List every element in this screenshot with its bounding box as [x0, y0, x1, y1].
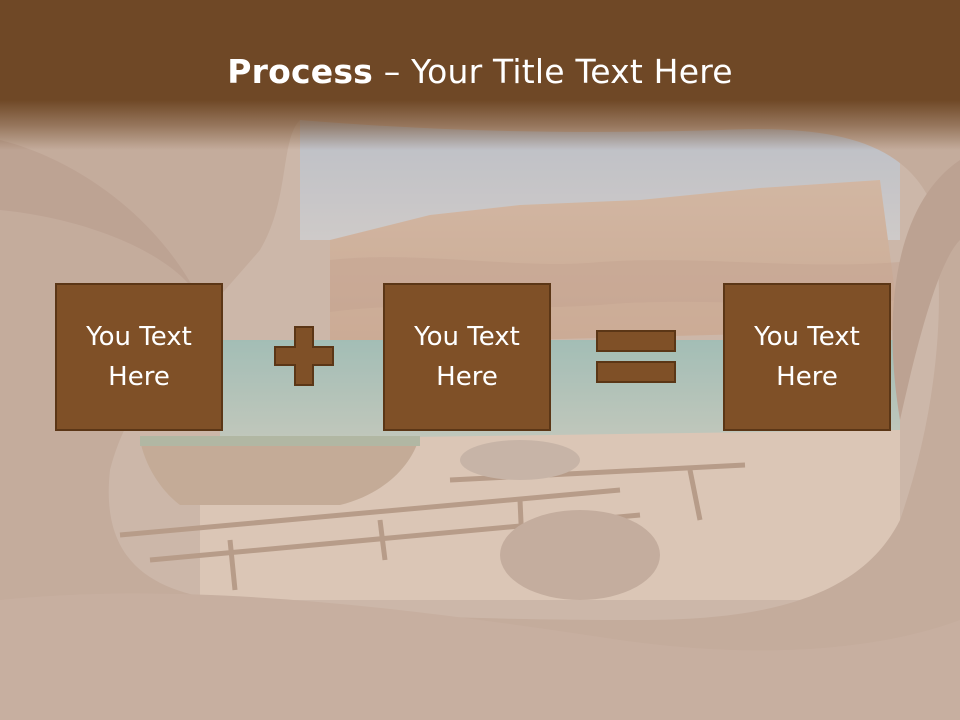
process-box-1-text: You Text Here: [86, 322, 192, 392]
process-box-2-text: You Text Here: [414, 322, 520, 392]
plus-icon: [274, 326, 334, 386]
title-rest: – Your Title Text Here: [373, 52, 733, 91]
slide-title: Process – Your Title Text Here: [0, 52, 960, 91]
process-box-1[interactable]: You Text Here: [55, 283, 223, 431]
process-box-3-text: You Text Here: [754, 322, 860, 392]
process-box-3[interactable]: You Text Here: [723, 283, 891, 431]
title-bar: [0, 0, 960, 150]
title-bold: Process: [227, 52, 374, 91]
process-box-2[interactable]: You Text Here: [383, 283, 551, 431]
equals-icon: [596, 330, 676, 383]
